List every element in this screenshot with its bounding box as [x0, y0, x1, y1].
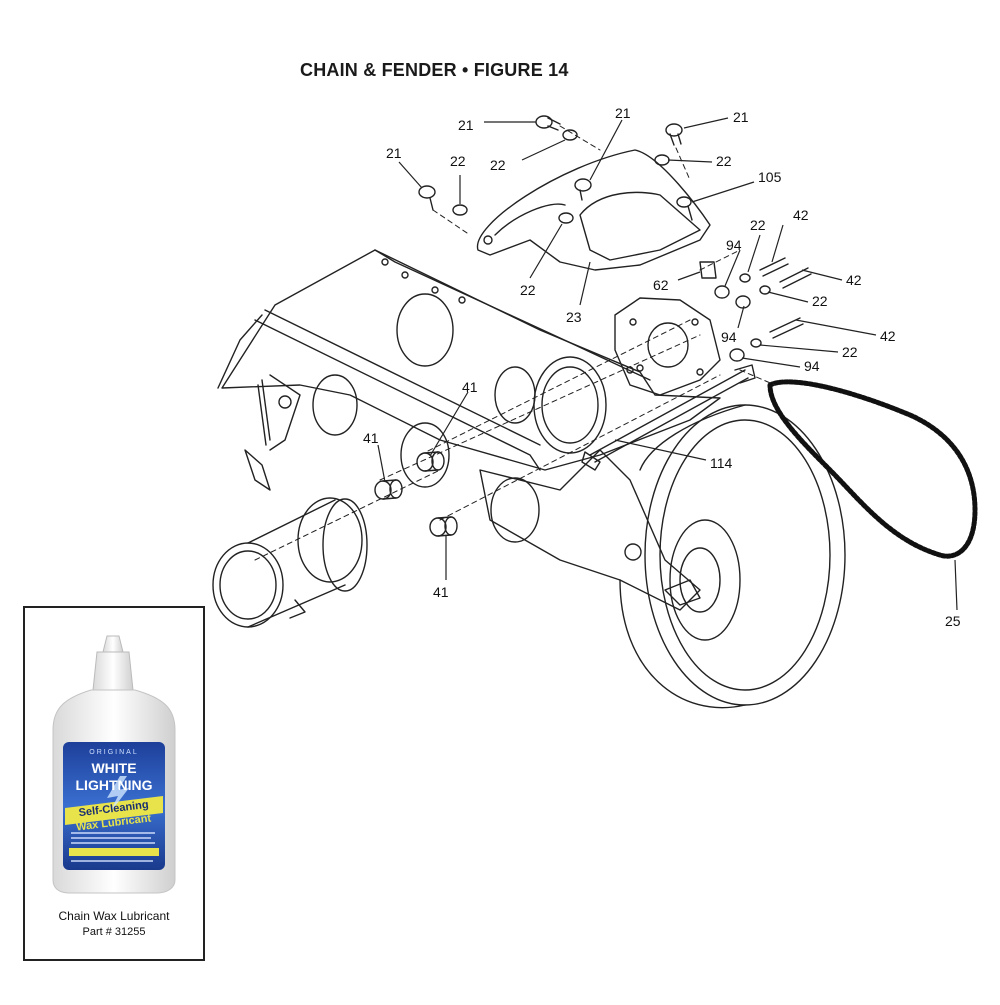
callout-22: 22 — [450, 153, 466, 169]
callout-25: 25 — [945, 613, 961, 629]
callout-94: 94 — [721, 329, 737, 345]
callout-22: 22 — [490, 157, 506, 173]
frame-plate — [221, 249, 721, 471]
callout-21: 21 — [458, 117, 474, 133]
axle-plate — [479, 449, 701, 611]
leader-lines — [377, 117, 958, 611]
chain — [767, 379, 978, 559]
callout-22: 22 — [520, 282, 536, 298]
label-fine-print — [71, 832, 155, 862]
callout-114: 114 — [710, 455, 733, 471]
callout-22: 22 — [716, 153, 732, 169]
spring-bracket — [244, 374, 301, 491]
bottle-brand-2: LIGHTNING — [76, 777, 153, 793]
frame-holes — [312, 258, 642, 561]
callout-21: 21 — [615, 105, 631, 121]
fender — [476, 149, 711, 271]
hardware — [374, 115, 812, 537]
mount-plate — [614, 297, 721, 396]
callout-41: 41 — [363, 430, 379, 446]
callout-23: 23 — [566, 309, 582, 325]
callout-41: 41 — [433, 584, 449, 600]
part-number: Part # 31255 — [82, 926, 146, 938]
callout-22: 22 — [750, 217, 766, 233]
callout-21: 21 — [386, 145, 402, 161]
callout-42: 42 — [846, 272, 862, 288]
lubricant-bottle: ORIGINAL WHITE LIGHTNING Self-Cleaning W… — [52, 635, 176, 894]
product-name: Chain Wax Lubricant — [58, 909, 170, 923]
assembly-lines — [254, 125, 776, 561]
lubricant-inset: ORIGINAL WHITE LIGHTNING Self-Cleaning W… — [23, 606, 205, 961]
callout-42: 42 — [880, 328, 896, 344]
callout-105: 105 — [758, 169, 782, 185]
figure-title: CHAIN & FENDER • FIGURE 14 — [300, 60, 569, 80]
callout-94: 94 — [804, 358, 820, 374]
callout-42: 42 — [793, 207, 809, 223]
callout-labels: 21 21 21 21 22 22 22 22 22 22 22 23 105 … — [363, 105, 961, 629]
frame-top-edge — [374, 249, 651, 381]
inset-caption: Chain Wax Lubricant Part # 31255 — [25, 908, 203, 940]
callout-94: 94 — [726, 237, 742, 253]
motor — [212, 497, 368, 628]
frame-left-edge — [217, 314, 263, 389]
bottle-brand-top: ORIGINAL — [89, 749, 138, 756]
bottle-brand-1: WHITE — [91, 760, 136, 776]
callout-22: 22 — [842, 344, 858, 360]
callout-22: 22 — [812, 293, 828, 309]
callout-21: 21 — [733, 109, 749, 125]
frame-flange — [254, 309, 541, 471]
callout-62: 62 — [653, 277, 669, 293]
callout-41: 41 — [462, 379, 478, 395]
tension-rod — [581, 364, 756, 471]
wheel — [619, 404, 846, 709]
